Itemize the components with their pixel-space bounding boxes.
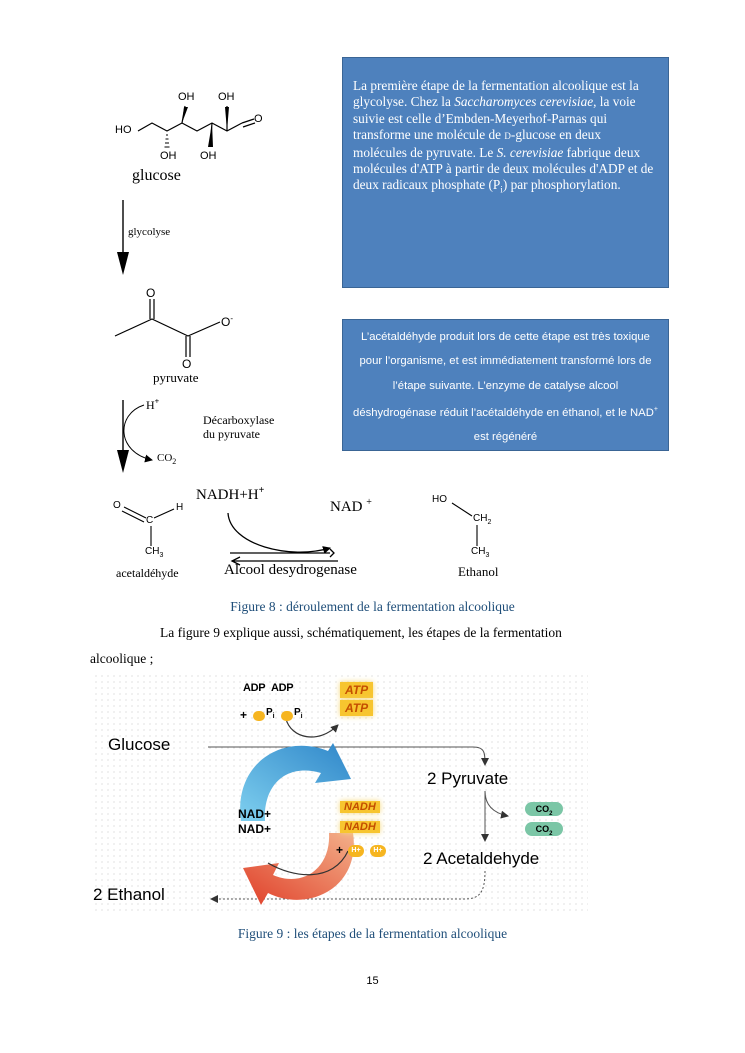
paragraph-line-2: alcoolique ; xyxy=(90,651,154,666)
alcool-desydrogenase-label: Alcool desydrogenase xyxy=(224,562,357,578)
glucose-node: Glucose xyxy=(108,735,171,754)
proton-badge: H+ xyxy=(370,845,386,857)
box1-italic-species: Saccharomyces cerevisiae xyxy=(454,94,594,110)
pyruvate-o-label: O xyxy=(146,286,156,300)
co2-badge: CO2 xyxy=(525,822,563,837)
acetaldehyde-label: acetaldéhyde xyxy=(116,566,179,580)
plus-h-label: + xyxy=(336,843,344,857)
nad-plus-label: NAD+ xyxy=(238,807,272,821)
glucose-label: glucose xyxy=(132,167,181,184)
pi-label: Pi xyxy=(294,707,303,720)
glucose-structure xyxy=(137,105,256,148)
glucose-oh-label: OH xyxy=(178,91,195,103)
co2-badge: CO2 xyxy=(525,802,563,817)
box1-text: La première étape de la fermentation alc… xyxy=(353,78,639,110)
figure-8-structures xyxy=(114,105,478,566)
phosphate-icon xyxy=(253,711,265,721)
glycolysis-info-box: La première étape de la fermentation alc… xyxy=(342,57,669,288)
glucose-o-label: O xyxy=(254,113,263,125)
nad-plus-label: NAD+ xyxy=(238,822,272,836)
box1-text: fabrique deux molécules d'ATP à partir d… xyxy=(353,144,654,193)
page-number: 15 xyxy=(366,975,379,987)
acetaldehyde-h-label: H xyxy=(176,502,184,513)
figure-9-caption: Figure 9 : les étapes de la fermentation… xyxy=(237,926,508,941)
box2-text: L’acétaldéhyde produit lors de cette éta… xyxy=(353,331,654,419)
box1-text: ) par phosphorylation. xyxy=(502,177,621,193)
box2-text: est régénéré xyxy=(473,431,538,444)
proton-badge: H+ xyxy=(348,845,364,857)
box2-superscript: + xyxy=(653,406,658,414)
ethanol-ho-label: HO xyxy=(432,494,447,505)
acetaldehyde-node: 2 Acetaldehyde xyxy=(423,849,540,868)
glycolyse-label: glycolyse xyxy=(128,226,171,238)
ethanol-structure xyxy=(451,502,478,546)
ethanol-node: 2 Ethanol xyxy=(93,885,165,904)
box1-small-caps-d: D xyxy=(504,131,511,142)
glucose-oh-label: OH xyxy=(200,150,217,162)
figure-8-caption: Figure 8 : déroulement de la fermentatio… xyxy=(230,599,515,614)
paragraph-line-1: La figure 9 explique aussi, schématiquem… xyxy=(160,625,562,640)
adp-label: ADP xyxy=(243,682,266,694)
nadh-badge: NADH xyxy=(340,821,380,833)
nadh-label: NADH+H+ xyxy=(196,485,265,503)
h-plus-label: H+ xyxy=(146,397,160,412)
pyruvate-o-label: O xyxy=(182,357,192,371)
decarboxylase-label: Décarboxylase xyxy=(203,413,275,427)
co2-label: CO2 xyxy=(157,452,177,467)
glucose-oh-label: OH xyxy=(160,150,177,162)
ethanol-label: Ethanol xyxy=(458,564,499,579)
glucose-oh-label: OH xyxy=(218,91,235,103)
adp-label: ADP xyxy=(271,682,294,694)
plus-pi-label: + xyxy=(240,708,248,722)
pyruvate-node: 2 Pyruvate xyxy=(427,769,509,788)
ethanol-ch2-label: CH2 xyxy=(473,513,492,526)
acetaldehyde-ch3-label: CH3 xyxy=(145,546,164,559)
box1-italic-species: S. cerevisiae xyxy=(496,144,564,160)
ethanol-ch3-label: CH3 xyxy=(471,546,490,559)
phosphate-icon xyxy=(281,711,293,721)
acetaldehyde-info-box: L’acétaldéhyde produit lors de cette éta… xyxy=(342,319,669,451)
nad-label: NAD + xyxy=(330,497,372,515)
atp-badge: ATP xyxy=(340,682,374,698)
acetaldehyde-structure xyxy=(121,506,175,546)
acetaldehyde-o-label: O xyxy=(113,500,121,511)
pyruvate-label: pyruvate xyxy=(153,370,199,385)
acetaldehyde-c-label: C xyxy=(146,515,154,526)
box1-subscript: i xyxy=(500,185,503,196)
pyruvate-structure xyxy=(114,299,221,357)
pyruvate-ominus-label: O- xyxy=(221,314,234,329)
box1-text: , la voie suivie est celle d’Embden-Meye… xyxy=(353,94,636,143)
decarboxylase-label-line2: du pyruvate xyxy=(203,427,260,441)
figure-9-arrows xyxy=(208,718,509,905)
box1-text: -glucose en deux molécules de pyruvate. … xyxy=(353,127,601,160)
pi-label: Pi xyxy=(266,707,275,720)
glucose-ho-label: HO xyxy=(115,124,132,136)
nadh-badge: NADH xyxy=(340,801,380,813)
atp-badge: ATP xyxy=(340,700,374,716)
